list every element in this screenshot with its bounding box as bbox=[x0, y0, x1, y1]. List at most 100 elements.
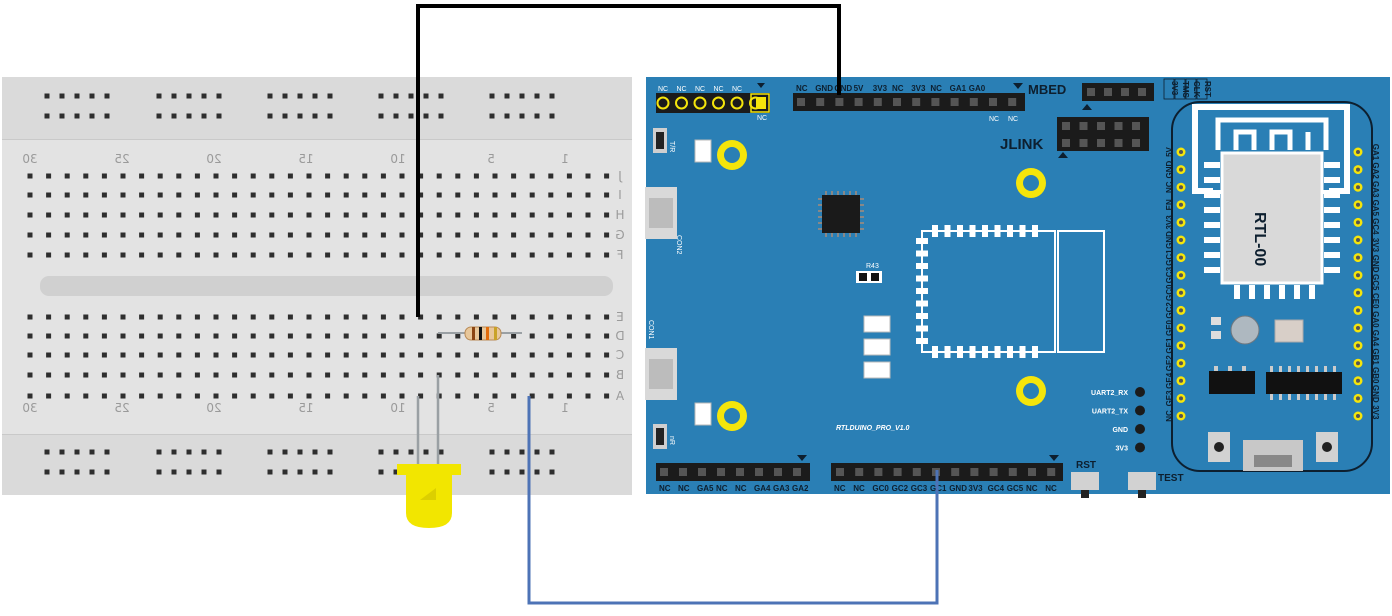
breadboard-hole bbox=[194, 333, 200, 339]
top-header-nc-label-1: NC bbox=[989, 116, 999, 123]
breadboard-hole bbox=[194, 252, 200, 258]
breadboard-hole bbox=[27, 252, 33, 258]
breadboard-hole bbox=[418, 352, 424, 358]
breadboard-hole bbox=[343, 333, 349, 339]
breadboard-hole bbox=[120, 333, 126, 339]
breadboard-hole bbox=[120, 252, 126, 258]
rail-hole bbox=[216, 449, 222, 455]
rail-hole bbox=[549, 449, 555, 455]
breadboard-hole bbox=[418, 232, 424, 238]
breadboard-hole bbox=[436, 232, 442, 238]
rst-button[interactable] bbox=[1071, 472, 1099, 490]
board-title: RTLDUINO_PRO_V1.0 bbox=[836, 425, 909, 432]
breadboard-hole bbox=[64, 314, 70, 320]
breadboard-hole bbox=[232, 352, 238, 358]
breadboard-hole bbox=[46, 212, 52, 218]
breadboard-hole bbox=[27, 232, 33, 238]
breadboard-row-letter: E bbox=[616, 310, 624, 324]
rail-hole bbox=[519, 469, 525, 475]
breadboard-hole bbox=[604, 372, 610, 378]
breadboard-hole bbox=[362, 372, 368, 378]
breadboard-hole bbox=[232, 333, 238, 339]
breadboard-hole bbox=[213, 192, 219, 198]
header-pin bbox=[717, 468, 725, 476]
breadboard-hole bbox=[306, 192, 312, 198]
header-pin bbox=[797, 98, 805, 106]
breadboard-hole bbox=[585, 314, 591, 320]
breadboard-row-letter: F bbox=[616, 248, 623, 262]
breadboard-hole bbox=[176, 173, 182, 179]
breadboard-hole bbox=[473, 232, 479, 238]
rail-hole bbox=[44, 93, 50, 99]
module-right-label: GND bbox=[1371, 255, 1380, 273]
breadboard-hole bbox=[436, 212, 442, 218]
header-pin bbox=[989, 98, 997, 106]
breadboard-hole bbox=[436, 333, 442, 339]
smd-capacitors bbox=[863, 315, 891, 379]
breadboard-hole bbox=[492, 314, 498, 320]
header-pin bbox=[679, 468, 687, 476]
breadboard-hole bbox=[269, 192, 275, 198]
rail-hole bbox=[201, 113, 207, 119]
breadboard-hole bbox=[399, 252, 405, 258]
breadboard-column-number: 20 bbox=[206, 152, 221, 166]
breadboard-hole bbox=[83, 333, 89, 339]
breadboard-hole bbox=[287, 232, 293, 238]
breadboard-hole bbox=[548, 314, 554, 320]
bottom-left-label: NC bbox=[659, 484, 671, 493]
breadboard-hole bbox=[604, 333, 610, 339]
top-header-label: 3V3 bbox=[911, 84, 926, 93]
rail-hole bbox=[534, 469, 540, 475]
rail-hole bbox=[89, 449, 95, 455]
breadboard-hole bbox=[269, 173, 275, 179]
rail-hole bbox=[519, 449, 525, 455]
breadboard-hole bbox=[306, 232, 312, 238]
breadboard-hole bbox=[287, 393, 293, 399]
header-pin bbox=[693, 96, 707, 110]
breadboard-hole bbox=[566, 393, 572, 399]
breadboard-hole bbox=[436, 352, 442, 358]
breadboard-hole bbox=[492, 252, 498, 258]
rail-hole bbox=[44, 113, 50, 119]
breadboard-column-number: 1 bbox=[561, 152, 569, 166]
module-top-label: CLK bbox=[1192, 81, 1201, 98]
test-button[interactable] bbox=[1128, 472, 1156, 490]
top-header-label: GA1 bbox=[950, 84, 967, 93]
breadboard-hole bbox=[529, 333, 535, 339]
uart-label: UART2_RX bbox=[1091, 390, 1128, 397]
breadboard-hole bbox=[120, 393, 126, 399]
breadboard-hole bbox=[325, 314, 331, 320]
breadboard-hole bbox=[604, 173, 610, 179]
breadboard-hole bbox=[213, 232, 219, 238]
breadboard-hole bbox=[566, 314, 572, 320]
breadboard-hole bbox=[492, 212, 498, 218]
breadboard-hole bbox=[157, 212, 163, 218]
breadboard-hole bbox=[343, 372, 349, 378]
breadboard-hole bbox=[46, 192, 52, 198]
bottom-left-label: GA5 bbox=[697, 484, 714, 493]
rail-hole bbox=[297, 93, 303, 99]
breadboard-hole bbox=[511, 314, 517, 320]
breadboard-hole bbox=[529, 192, 535, 198]
rail-hole bbox=[327, 469, 333, 475]
breadboard-hole bbox=[250, 393, 256, 399]
breadboard-hole bbox=[176, 352, 182, 358]
header-pin bbox=[1114, 139, 1123, 147]
breadboard-hole bbox=[27, 212, 33, 218]
header-pin bbox=[1087, 88, 1095, 96]
header-pin bbox=[855, 468, 864, 476]
rail-hole bbox=[89, 469, 95, 475]
breadboard-hole bbox=[548, 252, 554, 258]
breadboard-hole bbox=[101, 393, 107, 399]
nrr-label: nR bbox=[668, 436, 675, 445]
bottom-right-label: GC4 bbox=[988, 484, 1005, 493]
top-header-label: GND bbox=[834, 84, 852, 93]
wifi-module-footprint bbox=[916, 225, 1105, 358]
rail-hole bbox=[378, 93, 384, 99]
breadboard-hole bbox=[325, 333, 331, 339]
breadboard-hole bbox=[325, 252, 331, 258]
breadboard-hole bbox=[492, 352, 498, 358]
breadboard-hole bbox=[27, 314, 33, 320]
bottom-left-label: NC bbox=[735, 484, 747, 493]
breadboard-hole bbox=[176, 333, 182, 339]
